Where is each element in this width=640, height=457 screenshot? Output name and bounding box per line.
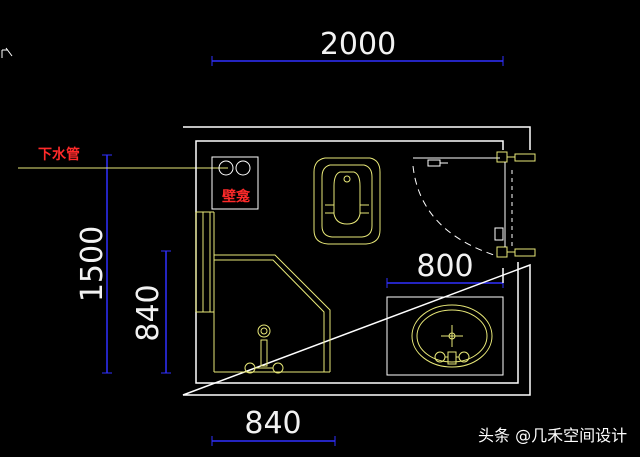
drain-pipe-label: 下水管	[38, 146, 80, 163]
watermark: 头条 @几禾空间设计	[478, 426, 627, 445]
dimension-left-1500: 1500	[75, 154, 112, 374]
dimension-label-bottom: 840	[244, 406, 301, 441]
dimension-bottom-840: 840	[211, 406, 336, 446]
dimension-label-inner: 840	[131, 284, 166, 341]
door-swing	[412, 151, 536, 258]
side-shelf	[195, 211, 215, 313]
shower-enclosure	[213, 254, 331, 373]
wall-niche: 壁龛	[211, 156, 259, 210]
shower-fixture-icon	[244, 324, 284, 374]
drain-pipe: 下水管	[18, 146, 228, 169]
dimension-top-2000: 2000	[211, 27, 504, 66]
outer-wall	[182, 126, 531, 396]
dimension-inner-840: 840	[131, 250, 171, 374]
dimension-label-left: 1500	[75, 226, 110, 302]
washbasin-icon	[386, 296, 504, 376]
dimension-label-door: 800	[416, 249, 473, 284]
ucs-marker	[1, 47, 13, 58]
dimension-label-top: 2000	[320, 27, 396, 62]
squat-toilet-icon	[313, 157, 381, 245]
wall-niche-label: 壁龛	[222, 188, 251, 205]
